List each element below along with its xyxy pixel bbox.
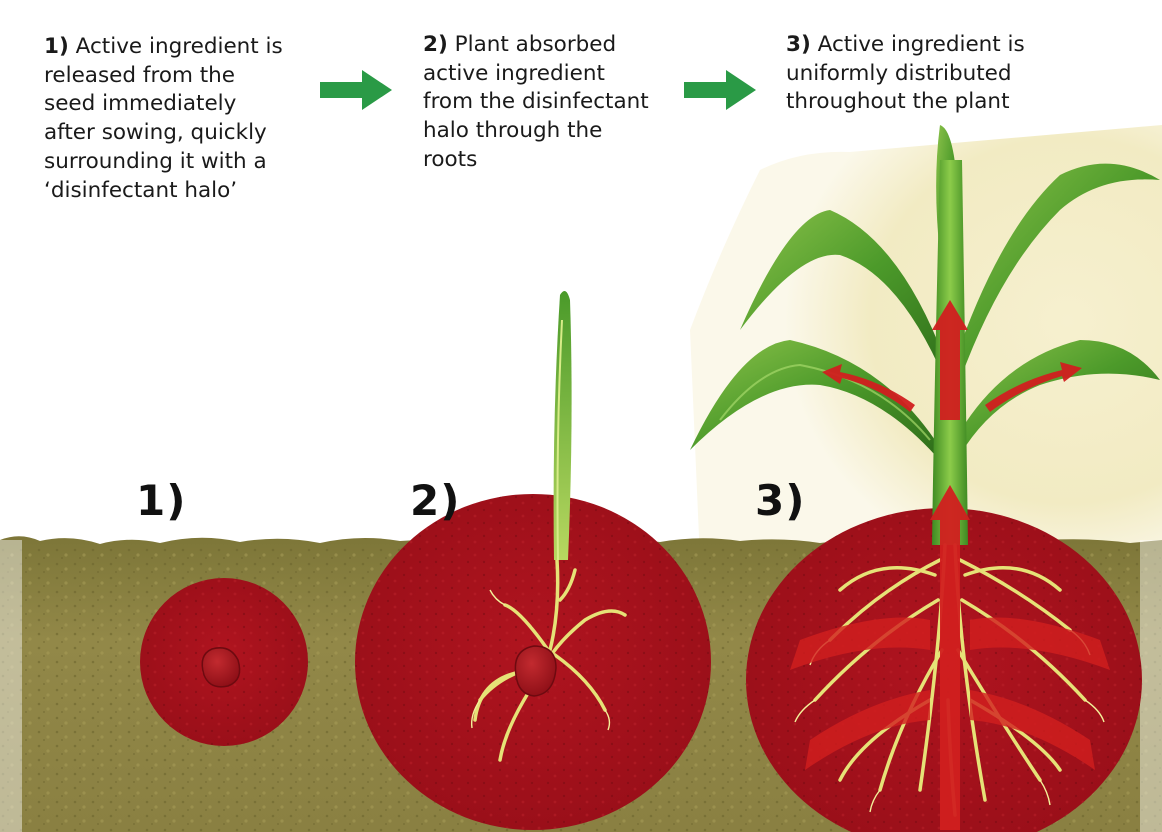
seed-stage-1	[202, 648, 239, 687]
stage-3-label: 3)	[755, 476, 805, 525]
step-3-number: 3)	[786, 32, 811, 57]
step-3-caption-line: uniformly distributed	[786, 60, 1025, 89]
step-2-caption-line: Plant absorbed	[455, 32, 617, 57]
step-2-caption-line: halo through the	[423, 117, 649, 146]
step-2-caption-line: from the disinfectant	[423, 88, 649, 117]
step-2-number: 2)	[423, 32, 448, 57]
step-3-caption: 3) Active ingredient is uniformly distri…	[786, 31, 1025, 117]
step-1-caption-line: seed immediately	[44, 90, 283, 119]
step-1-caption-line: Active ingredient is	[76, 34, 283, 59]
step-1-caption: 1) Active ingredient is released from th…	[44, 33, 283, 205]
step-1-number: 1)	[44, 34, 69, 59]
step-1-caption-line: surrounding it with a	[44, 148, 283, 177]
right-arrow-icon	[684, 70, 756, 110]
step-1-caption-line: ‘disinfectant halo’	[44, 177, 283, 206]
stage-1-label: 1)	[136, 476, 186, 525]
step-2-caption-line: active ingredient	[423, 60, 649, 89]
step-1-caption-line: released from the	[44, 62, 283, 91]
stage-2-label: 2)	[410, 476, 460, 525]
step-3-caption-line: Active ingredient is	[818, 32, 1025, 57]
step-2-caption: 2) Plant absorbed active ingredient from…	[423, 31, 649, 175]
step-3-caption-line: throughout the plant	[786, 88, 1025, 117]
step-2-caption-line: roots	[423, 146, 649, 175]
step-1-caption-line: after sowing, quickly	[44, 119, 283, 148]
right-arrow-icon	[320, 70, 392, 110]
